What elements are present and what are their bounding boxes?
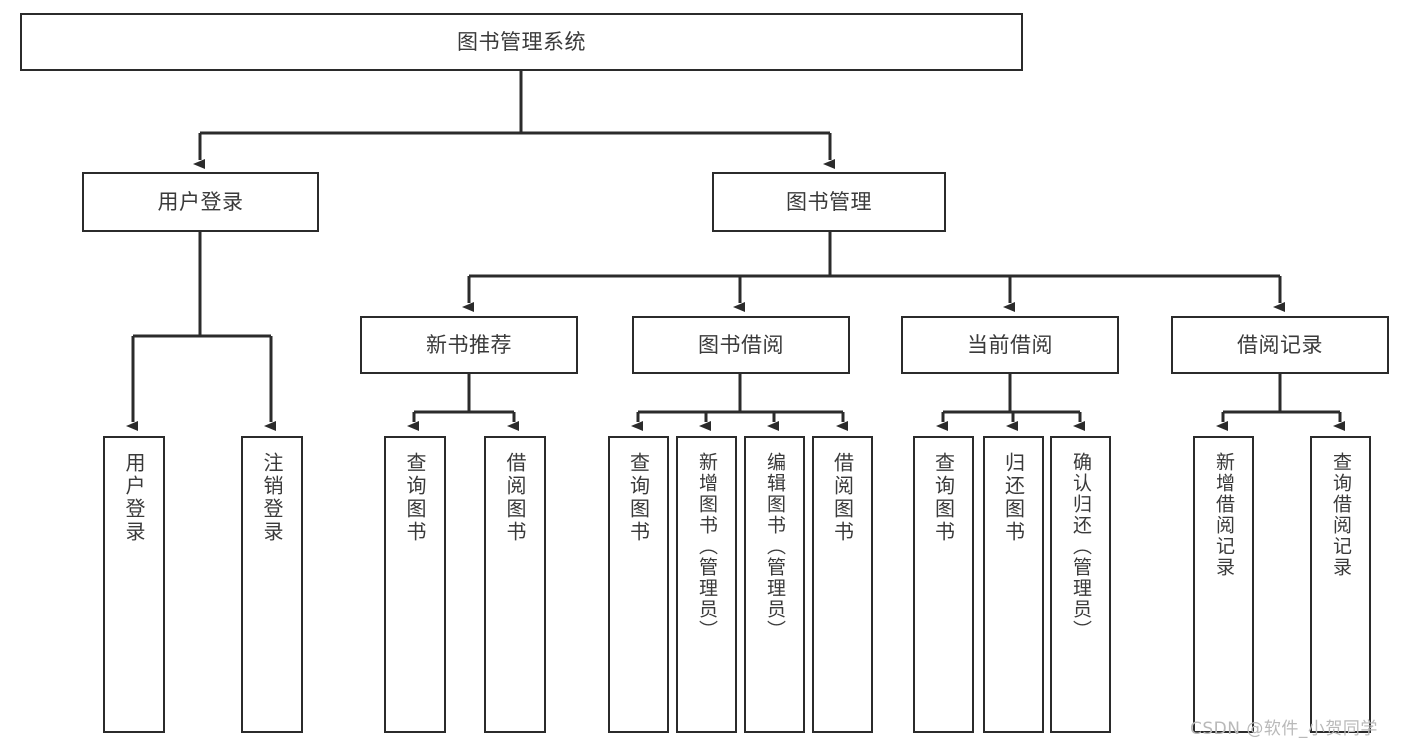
node-label: 查询图书 — [403, 452, 427, 544]
node-label: 当前借阅 — [967, 332, 1053, 357]
leaf-book-borrow-borrow[interactable]: 借阅图书 — [812, 436, 873, 733]
leaf-borrow-record-add[interactable]: 新增借阅记录 — [1193, 436, 1254, 733]
leaf-book-borrow-query[interactable]: 查询图书 — [608, 436, 669, 733]
node-label: 用户登录 — [122, 452, 146, 544]
node-label: 新书推荐 — [426, 332, 512, 357]
leaf-borrow-record-query[interactable]: 查询借阅记录 — [1310, 436, 1371, 733]
node-label: 归还图书 — [1001, 452, 1026, 544]
node-label: 注销登录 — [260, 452, 284, 544]
node-label: 新增借阅记录 — [1213, 452, 1235, 578]
node-label: 查询借阅记录 — [1330, 452, 1352, 578]
node-user-login[interactable]: 用户登录 — [82, 172, 319, 232]
csdn-watermark: CSDN @软件_小贺同学 — [1190, 719, 1378, 739]
leaf-book-borrow-edit[interactable]: 编辑图书（管理员） — [744, 436, 805, 733]
leaf-current-borrow-query[interactable]: 查询图书 — [913, 436, 974, 733]
leaf-book-borrow-add[interactable]: 新增图书（管理员） — [676, 436, 737, 733]
leaf-current-borrow-return[interactable]: 归还图书 — [983, 436, 1044, 733]
node-label: 编辑图书（管理员） — [764, 452, 786, 641]
node-label: 新增图书（管理员） — [696, 452, 718, 641]
node-book-borrow[interactable]: 图书借阅 — [632, 316, 850, 374]
leaf-new-book-query[interactable]: 查询图书 — [384, 436, 446, 733]
leaf-current-borrow-confirm-return[interactable]: 确认归还（管理员） — [1050, 436, 1111, 733]
node-new-book-recommend[interactable]: 新书推荐 — [360, 316, 578, 374]
node-label: 查询图书 — [931, 452, 956, 544]
leaf-user-login-logout[interactable]: 注销登录 — [241, 436, 303, 733]
node-label: 查询图书 — [626, 452, 651, 544]
node-borrow-record[interactable]: 借阅记录 — [1171, 316, 1389, 374]
node-label: 借阅图书 — [830, 452, 855, 544]
node-label: 图书管理系统 — [457, 29, 586, 54]
leaf-user-login-login[interactable]: 用户登录 — [103, 436, 165, 733]
node-label: 确认归还（管理员） — [1070, 452, 1092, 641]
node-book-management[interactable]: 图书管理 — [712, 172, 946, 232]
node-label: 图书借阅 — [698, 332, 784, 357]
node-current-borrow[interactable]: 当前借阅 — [901, 316, 1119, 374]
node-label: 用户登录 — [157, 189, 244, 214]
node-label: 借阅记录 — [1237, 332, 1323, 357]
leaf-new-book-borrow[interactable]: 借阅图书 — [484, 436, 546, 733]
node-book-management-system[interactable]: 图书管理系统 — [20, 13, 1023, 71]
node-label: 图书管理 — [786, 189, 872, 214]
node-label: 借阅图书 — [503, 452, 527, 544]
